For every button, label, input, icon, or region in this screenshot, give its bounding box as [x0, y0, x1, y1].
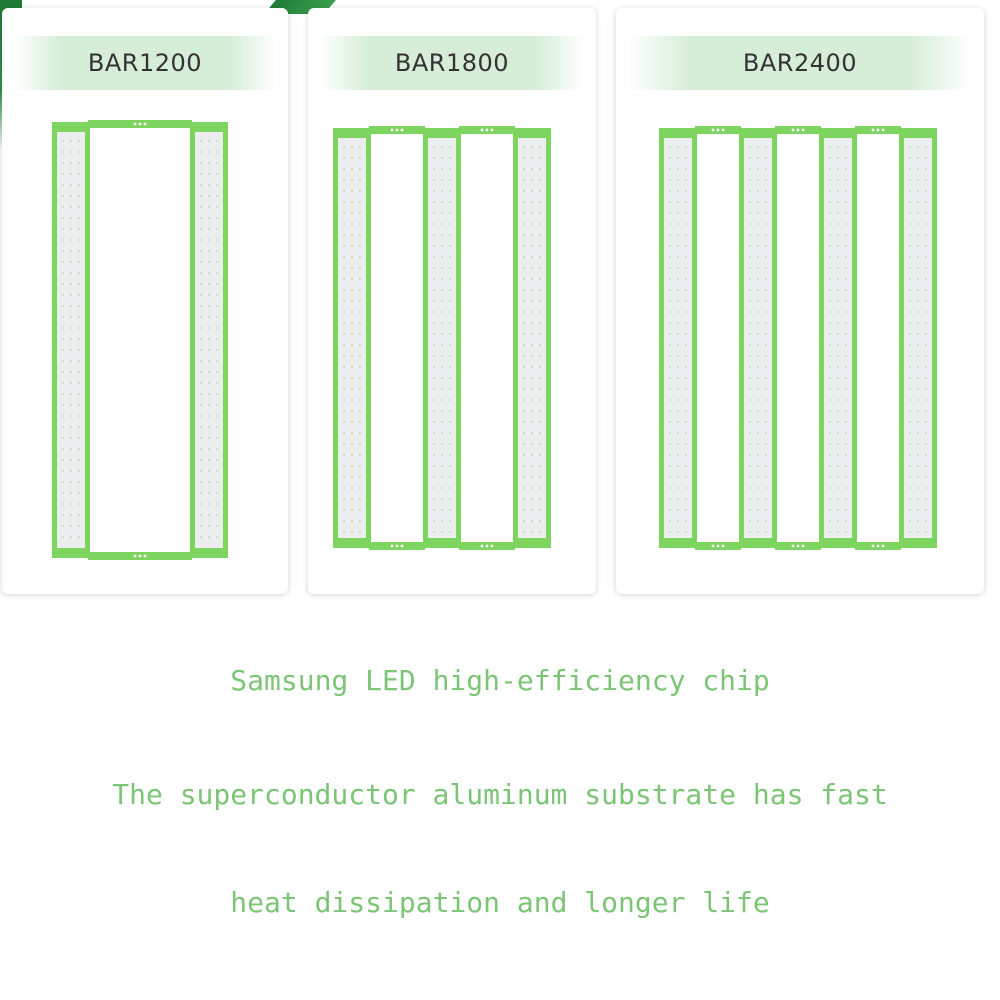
led-chip-grid	[433, 146, 451, 533]
caption-line-1: Samsung LED high-efficiency chip	[230, 664, 770, 697]
connector-dot	[801, 128, 805, 132]
led-bar-panel	[518, 138, 546, 538]
led-fixture-bar2400	[659, 126, 937, 550]
connector-dot	[711, 128, 715, 132]
connector-dot	[796, 128, 800, 132]
connector-dot	[791, 544, 795, 548]
caption-line-2: The superconductor aluminum substrate ha…	[112, 778, 888, 811]
led-chip-grid	[669, 146, 687, 533]
connector-dot	[881, 128, 885, 132]
led-chip-grid	[343, 146, 361, 533]
led-chip-grid	[523, 146, 541, 533]
connector-dot	[711, 544, 715, 548]
connector-dot	[801, 544, 805, 548]
connector-dot	[871, 128, 875, 132]
connector-dot	[143, 554, 147, 558]
connector-dot	[133, 554, 137, 558]
card-title-band: BAR2400	[628, 36, 972, 90]
connector-dot	[490, 128, 494, 132]
connector-dot	[485, 128, 489, 132]
led-chip-grid	[749, 146, 767, 533]
product-card-bar1200: BAR1200	[2, 8, 288, 594]
led-chip-grid	[909, 146, 927, 533]
product-title-bar2400: BAR2400	[742, 49, 858, 77]
connector-dot	[395, 544, 399, 548]
connector-dot	[871, 544, 875, 548]
product-title-bar1200: BAR1200	[87, 49, 203, 77]
connector-dot	[480, 544, 484, 548]
led-bar-panel	[904, 138, 932, 538]
connector-dot	[400, 544, 404, 548]
led-bar-panel	[744, 138, 772, 538]
connector-dot	[796, 544, 800, 548]
product-card-bar2400: BAR2400	[616, 8, 984, 594]
card-title-band: BAR1200	[14, 36, 276, 90]
connector-dot	[716, 128, 720, 132]
connector-dot	[390, 128, 394, 132]
connector-dot	[876, 128, 880, 132]
led-bar-panel	[338, 138, 366, 538]
caption-line-3: heat dissipation and longer life	[230, 886, 770, 919]
connector-dot	[138, 554, 142, 558]
product-title-bar1800: BAR1800	[394, 49, 510, 77]
connector-dot	[485, 544, 489, 548]
connector-dot	[390, 544, 394, 548]
led-fixture-bar1200	[52, 120, 228, 560]
connector-dot	[490, 544, 494, 548]
led-bar-panel	[428, 138, 456, 538]
connector-dot	[716, 544, 720, 548]
led-chip-grid	[62, 140, 80, 538]
connector-dot	[791, 128, 795, 132]
fixture-drawing	[333, 126, 551, 550]
connector-dot	[721, 544, 725, 548]
connector-dot	[395, 128, 399, 132]
connector-dot	[138, 122, 142, 126]
card-title-band: BAR1800	[320, 36, 584, 90]
led-chip-grid	[200, 140, 218, 538]
connector-dot	[480, 128, 484, 132]
led-bar-panel	[664, 138, 692, 538]
connector-dot	[133, 122, 137, 126]
led-bar-panel	[824, 138, 852, 538]
led-fixture-bar1800	[333, 126, 551, 550]
connector-dot	[876, 544, 880, 548]
connector-dot	[400, 128, 404, 132]
connector-dot	[721, 128, 725, 132]
connector-dot	[143, 122, 147, 126]
product-card-bar1800: BAR1800	[308, 8, 596, 594]
fixture-drawing	[52, 120, 228, 560]
connector-dot	[881, 544, 885, 548]
fixture-drawing	[659, 126, 937, 550]
led-chip-grid	[829, 146, 847, 533]
